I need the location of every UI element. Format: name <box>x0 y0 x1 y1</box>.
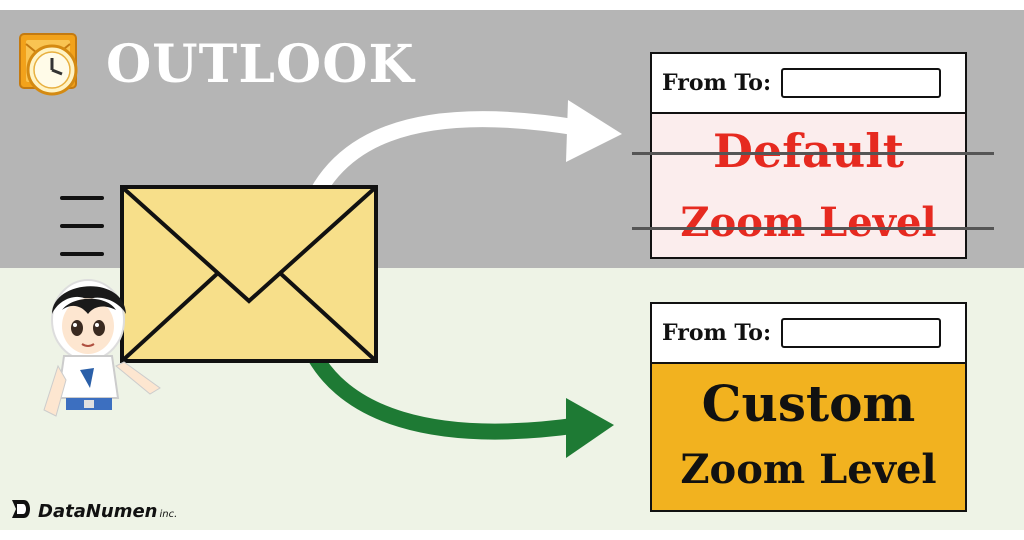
datanumen-mark-icon <box>8 496 34 526</box>
strike-line-1 <box>632 152 994 155</box>
default-zoom-level-label: Zoom Level <box>680 199 937 246</box>
cartoon-boy-illustration <box>28 270 168 434</box>
app-title: OUTLOOK <box>106 33 415 95</box>
custom-label: Custom <box>701 374 916 433</box>
from-to-field <box>781 318 942 348</box>
default-label: Default <box>713 124 904 178</box>
strike-line-2 <box>632 227 994 230</box>
from-to-label: From To: <box>662 70 772 96</box>
from-to-field <box>781 68 942 98</box>
custom-zoom-level-label: Zoom Level <box>680 446 937 493</box>
footer-brand: DataNumen <box>38 500 158 522</box>
default-card-header: From To: <box>652 54 965 114</box>
default-zoom-card: From To: Default Zoom Level <box>650 52 967 259</box>
custom-zoom-card: From To: Custom Zoom Level <box>650 302 967 512</box>
from-to-label: From To: <box>662 320 772 346</box>
envelope-icon <box>120 185 378 367</box>
outlook-clock-envelope-icon <box>16 22 96 106</box>
custom-card-header: From To: <box>652 304 965 364</box>
motion-lines <box>60 196 104 280</box>
footer-suffix: inc. <box>159 508 178 520</box>
datanumen-logo: DataNumen inc. <box>8 496 177 526</box>
outlook-brand: OUTLOOK <box>16 24 415 104</box>
default-card-body: Default Zoom Level <box>652 114 965 257</box>
custom-card-body: Custom Zoom Level <box>652 364 965 510</box>
